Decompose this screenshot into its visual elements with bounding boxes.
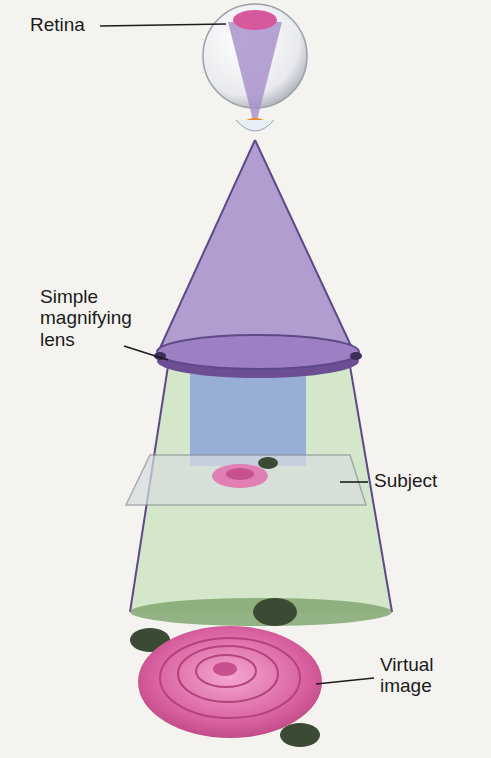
eyeball <box>203 4 307 131</box>
part-label: Retina <box>30 14 110 35</box>
glass-slide <box>126 455 366 505</box>
part-label: Virtual image <box>380 654 464 697</box>
subject-flower <box>212 457 278 488</box>
leader-lines <box>100 24 374 684</box>
light-cone <box>160 140 352 348</box>
ray <box>255 140 352 348</box>
cone-base <box>130 598 392 626</box>
magnifying-lens <box>154 335 362 378</box>
part-label: Subject <box>374 470 464 491</box>
ray <box>160 140 255 348</box>
rose-image <box>130 598 322 747</box>
part-label: Simple magnifying lens <box>40 286 146 350</box>
